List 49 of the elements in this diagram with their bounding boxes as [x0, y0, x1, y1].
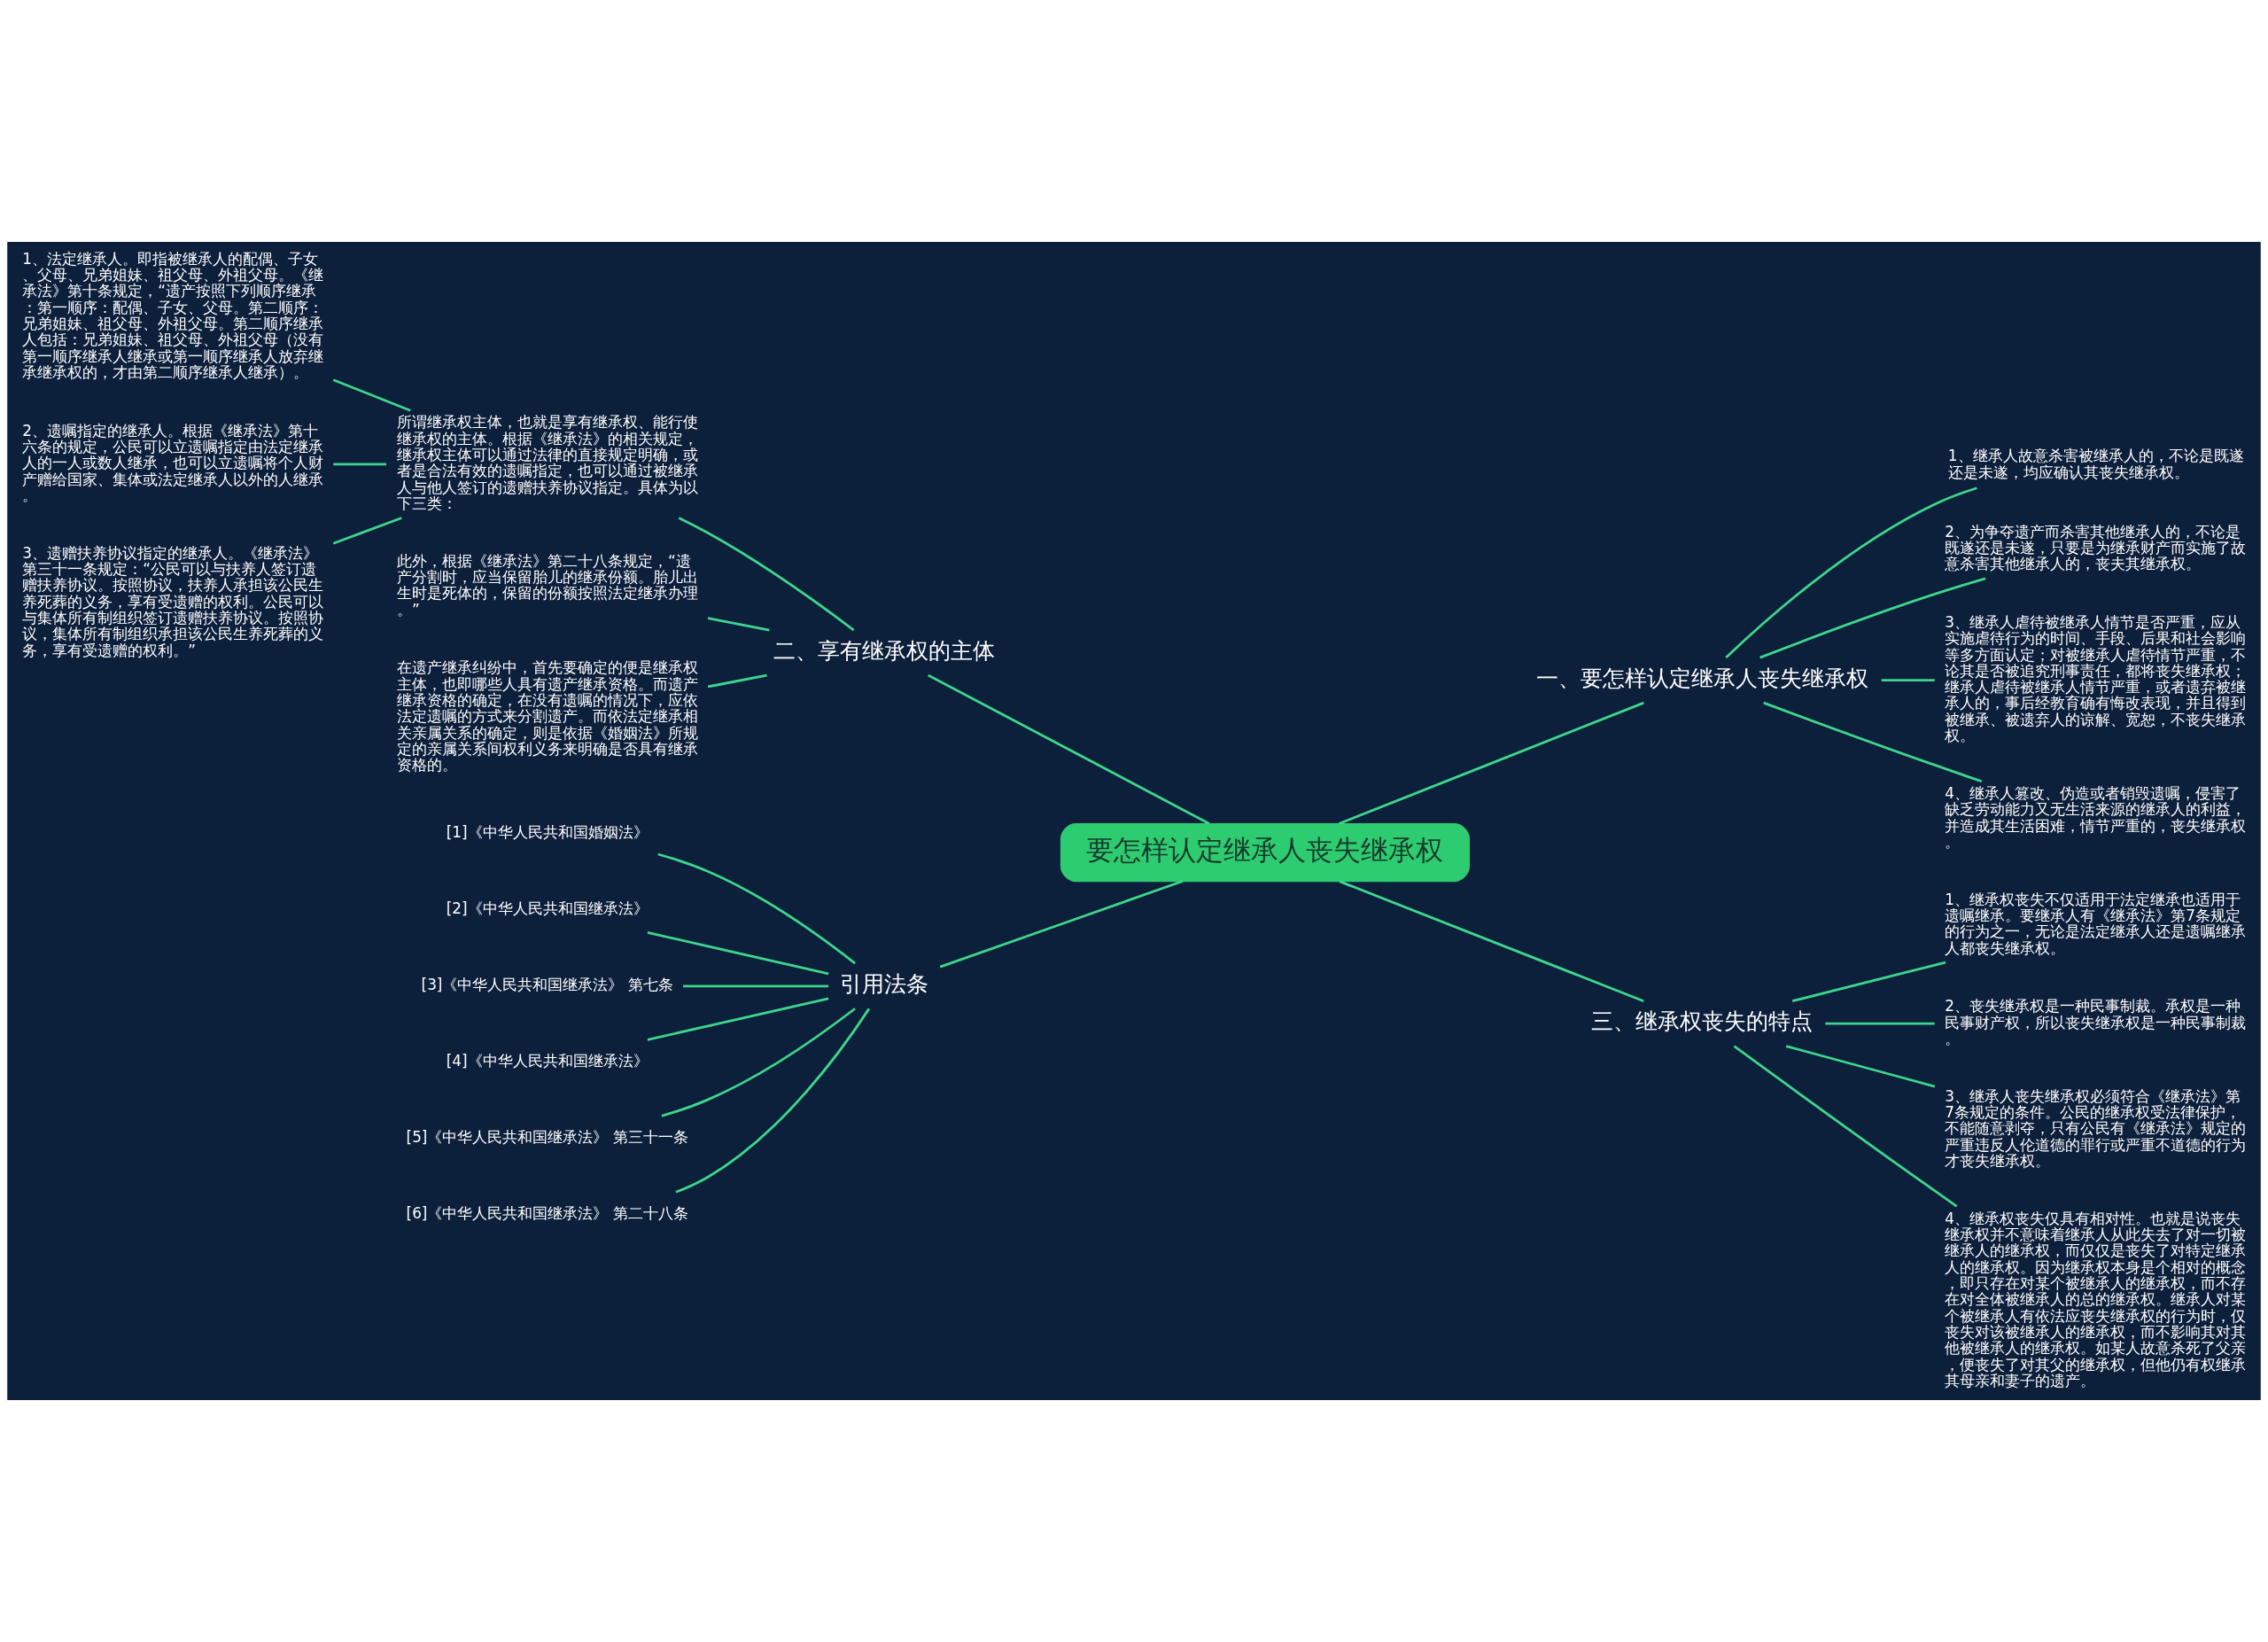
connector — [1791, 961, 1946, 1003]
node-text: 1、法定继承人。即指被继承人的配偶、子女、父母、兄弟姐妹、祖父母、外祖父母。《继承法》第十条规定，“遗产按照下列顺序继承：第一顺序：配偶、子女、父母。第二顺序：兄弟姐妹、祖父母、外祖父母。第二顺序继承人包括：兄弟姐妹、祖父母、外祖父母（没有第一顺序继承人继承或第一顺序继承人放弃继承继承权的，才由第二顺序继承人继承）。 — [22, 249, 324, 382]
node-text: 在遗产继承纠纷中，首先要确定的便是继承权主体，也即哪些人具有遗产继承资格。而遗产继承资格的确定，在没有遗嘱的情况下，应依法定遗嘱的方式来分割遗产。而依法定继承相关亲属关系的确定，则是依据《婚姻法》所规定的亲属关系间权利义务来明确是否具有继承资格的。 — [396, 658, 698, 774]
connector — [1725, 486, 1977, 659]
node-text: 此外，根据《继承法》第二十八条规定，“遗产分割时，应当保留胎儿的继承份额。胎儿出生时是死体的，保留的份额按照法定继承办理。” — [396, 551, 698, 619]
connector — [707, 617, 770, 632]
connector — [939, 880, 1184, 969]
connector — [1785, 1045, 1936, 1088]
node-text: 1、继承权丧失不仅适用于法定继承也适用于遗嘱继承。要继承人有《继承法》第7条规定的行为之一，无论是法定继承人还是遗嘱继承人都丧失继承权。 — [1945, 890, 2247, 957]
node-text: [6]《中华人民共和国继承法》 第二十八条 — [406, 1204, 688, 1223]
node-box: 要怎样认定继承人丧失继承权 — [1060, 822, 1471, 883]
connector — [683, 984, 829, 988]
node-text: 2、丧失继承权是一种民事制裁。承权是一种民事财产权，所以丧失继承权是一种民事制裁。 — [1945, 997, 2247, 1047]
node-text: 4、继承人篡改、伪造或者销毁遗嘱，侵害了缺乏劳动能力又无生活来源的继承人的利益，并造成其生活困难，情节严重的，丧失继承权。 — [1945, 783, 2247, 851]
connector — [928, 673, 1210, 825]
node-text: 2、为争夺遗产而杀害其他继承人的，不论是既遂还是未遂，只要是为继承财产而实施了故意杀害其他继承人的，丧夫其继承权。 — [1945, 522, 2247, 573]
connector — [332, 517, 402, 545]
node-text: 二、享有继承权的主体 — [773, 636, 996, 664]
connector — [332, 378, 411, 412]
connector — [647, 930, 829, 976]
connector — [1733, 1045, 1958, 1208]
connector — [661, 1008, 856, 1117]
connector — [647, 997, 829, 1041]
node-text: 2、遗嘱指定的继承人。根据《继承法》第十六条的规定，公民可以立遗嘱指定由法定继承人的一人或数人继承，也可以立遗嘱将个人财产赠给国家、集体或法定继承人以外的人继承。 — [22, 421, 324, 504]
connector — [1825, 1022, 1935, 1025]
connector — [678, 517, 855, 632]
connector — [657, 852, 856, 965]
connector — [675, 1008, 871, 1194]
node-text: 3、遗赠扶养协议指定的继承人。《继承法》第三十一条规定：“公民可以与扶养人签订遗赠扶养协议。按照协议，扶养人承担该公民生养死葬的义务，享有受遗赠的权利。公民可以与集体所有制组织签订遗赠扶养协议。按照协议，集体所有制组织承担该公民生养死葬的义务，享有受遗赠的权利。” — [22, 543, 324, 659]
node-text: 4、继承权丧失仅具有相对性。也就是说丧失继承权并不意味着继承人从此失去了对一切被继承人的继承权，而仅仅是丧失了对特定继承人的继承权。因为继承权本身是个相对的概念，即只存在对某个被继承人的继承权，而不存在对全体被继承人的总的继承权。继承人对某个被继承人有依法应丧失继承权的行为时，仅丧失对该被继承人的继承权，而不影响其对其他被继承人的继承权。如某人故意杀死了父亲，便丧失了对其父的继承权，但他仍有权继承其母亲和妻子的遗产。 — [1945, 1209, 2247, 1389]
node-text: 一、要怎样认定继承人丧失继承权 — [1535, 664, 1868, 691]
node-text: [2]《中华人民共和国继承法》 — [446, 899, 649, 918]
node-text: [4]《中华人民共和国继承法》 — [446, 1052, 649, 1070]
node-text: 3、继承人丧失继承权必须符合《继承法》第7条规定的条件。公民的继承权受法律保护，不能随意剥夺，只有公民有《继承法》规定的严重违反人伦道德的罪行或严重不道德的行为才丧失继承权。 — [1945, 1086, 2247, 1170]
connector — [707, 673, 767, 689]
connector — [1339, 880, 1644, 1003]
node-text: 三、继承权丧失的特点 — [1591, 1008, 1814, 1035]
connector — [333, 463, 387, 466]
connector — [1763, 701, 1983, 783]
node-text: [3]《中华人民共和国继承法》 第七条 — [421, 976, 673, 994]
connector — [1338, 701, 1644, 825]
node-text: [1]《中华人民共和国婚姻法》 — [446, 823, 649, 842]
node-text: 1、继承人故意杀害被继承人的，不论是既遂还是未遂，均应确认其丧失继承权。 — [1947, 447, 2244, 481]
connector — [1881, 679, 1935, 682]
node-text: [5]《中华人民共和国继承法》 第三十一条 — [406, 1128, 688, 1147]
node-text: 引用法条 — [840, 970, 929, 998]
connector — [1759, 577, 1986, 659]
node-text: 3、继承人虐待被继承人情节是否严重，应从实施虐待行为的时间、手段、后果和社会影响等多方面认定；对被继承人虐待情节严重，不论其是否被追究刑事责任，都将丧失继承权；继承人虐待被继承人情节严重，或者遗弃被继承人的，事后经教育确有悔改表现，并且得到被继承、被遗弃人的谅解、宽恕，不丧失继承权。 — [1945, 612, 2247, 745]
node-text: 所谓继承权主体，也就是享有继承权、能行使继承权的主体。根据《继承法》的相关规定，继承权主体可以通过法律的直接规定明确，或者是合法有效的遗嘱指定，也可以通过被继承人与他人签订的遗赠扶养协议指定。具体为以下三类： — [396, 413, 698, 512]
